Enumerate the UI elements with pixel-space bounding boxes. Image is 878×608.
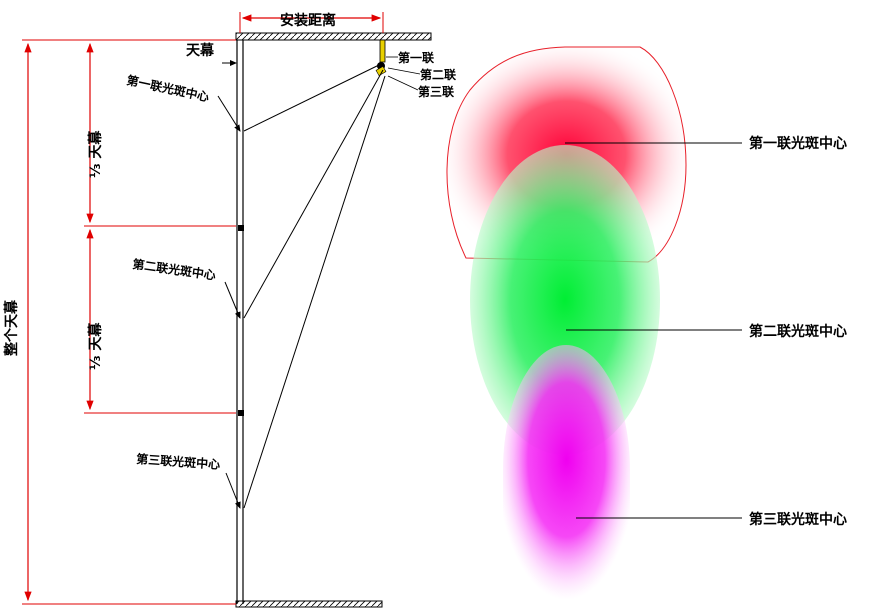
unit-3-label: 第三联 <box>418 84 454 99</box>
spot-center-2-left-label: 第二联光斑中心 <box>132 256 217 283</box>
beam-lines <box>243 63 386 509</box>
third-screen-label-2: ⅓ 天幕 <box>87 322 104 370</box>
third-marker-upper <box>238 225 244 231</box>
install-distance-dimension <box>239 12 384 33</box>
screen-label: 天幕 <box>186 42 215 59</box>
leader-spot-3-left <box>225 472 241 509</box>
leader-spot-1-left <box>217 95 241 132</box>
leader-unit-3 <box>387 75 419 91</box>
reference-lines <box>22 39 236 605</box>
unit-1-label: 第一联 <box>398 50 434 65</box>
fixture-mount <box>375 39 387 77</box>
unit-2-label: 第二联 <box>420 67 456 82</box>
spot-2-green <box>470 145 660 455</box>
spot-3-magenta <box>503 345 630 600</box>
spot-center-3-right-label: 第三联光斑中心 <box>749 511 847 528</box>
spot-center-1-right-label: 第一联光斑中心 <box>749 135 847 152</box>
third-screen-label-1: ⅓ 天幕 <box>87 130 104 178</box>
leader-unit-2 <box>387 67 421 75</box>
whole-screen-label: 整个天幕 <box>3 299 20 357</box>
spot-center-3-left-label: 第三联光斑中心 <box>136 451 221 472</box>
third-marker-lower <box>238 410 244 416</box>
floor-rail <box>235 600 383 608</box>
ceiling-rail <box>235 32 432 41</box>
spot-center-1-left-label: 第一联光斑中心 <box>125 72 210 104</box>
leader-spot-2-left <box>224 281 241 319</box>
screen-line <box>236 40 244 604</box>
spot-center-2-right-label: 第二联光斑中心 <box>749 323 847 340</box>
install-distance-label: 安装距离 <box>280 12 336 29</box>
